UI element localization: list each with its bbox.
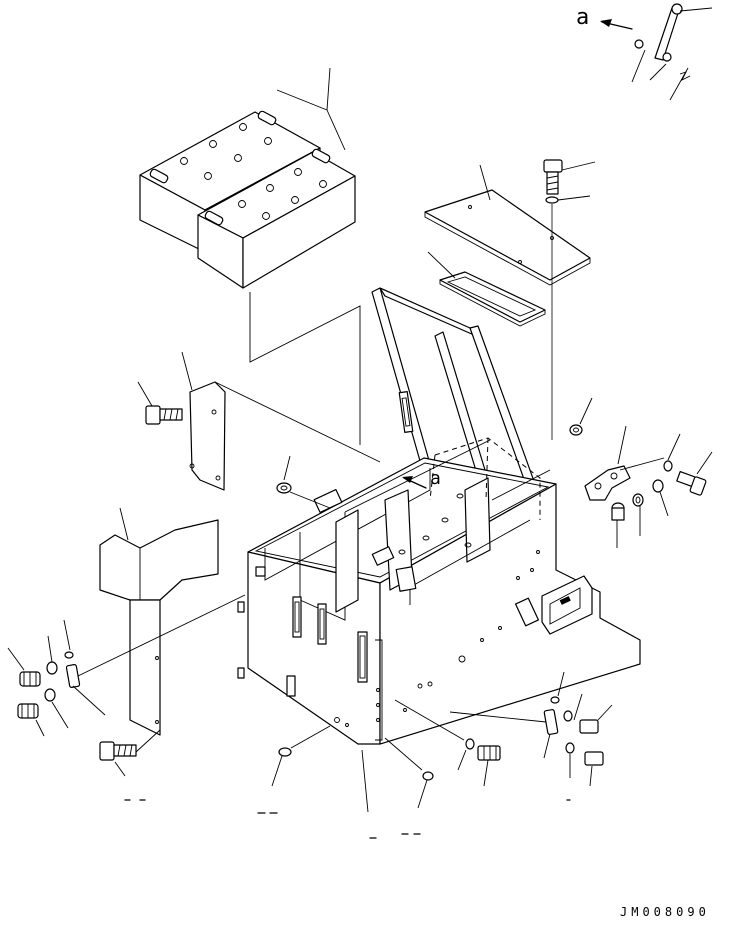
detail-view-a: a xyxy=(576,3,713,101)
right-flange-nut xyxy=(611,502,625,548)
flange-nut-left xyxy=(276,455,331,509)
side-cover-stay xyxy=(99,507,219,736)
right-washers xyxy=(632,433,681,536)
cover-bolt xyxy=(543,159,596,195)
battery-pair xyxy=(139,67,361,445)
view-a-box-label: a xyxy=(430,468,441,489)
washer-detail xyxy=(634,39,644,49)
cable-clamp-bracket xyxy=(584,425,665,501)
cover-washer xyxy=(545,196,559,204)
view-marker-label: a xyxy=(576,5,589,30)
stay-bracket xyxy=(654,7,680,61)
view-a-indicator: a xyxy=(402,468,441,489)
flange-nut-right xyxy=(569,397,593,436)
annotation-marks xyxy=(124,799,571,839)
right-clip-assembly xyxy=(449,671,613,787)
box-side-panel xyxy=(379,483,641,745)
side-cover-bolt xyxy=(137,381,183,425)
drawing-code: JM008090 xyxy=(620,905,710,919)
front-bolt xyxy=(99,729,161,777)
side-cover-plate xyxy=(181,351,381,491)
connector-box xyxy=(541,575,593,635)
rubber-pad xyxy=(427,251,546,327)
inner-bracket xyxy=(313,488,472,592)
battery-cover-plate xyxy=(424,164,591,286)
battery-hold-down-frame xyxy=(371,287,549,525)
grommet-left xyxy=(271,725,331,787)
left-clip-assembly xyxy=(7,594,246,737)
right-bolt-long xyxy=(676,451,713,496)
battery-box xyxy=(237,437,641,745)
bottom-bolt xyxy=(394,699,501,787)
grommet-right xyxy=(384,737,434,809)
